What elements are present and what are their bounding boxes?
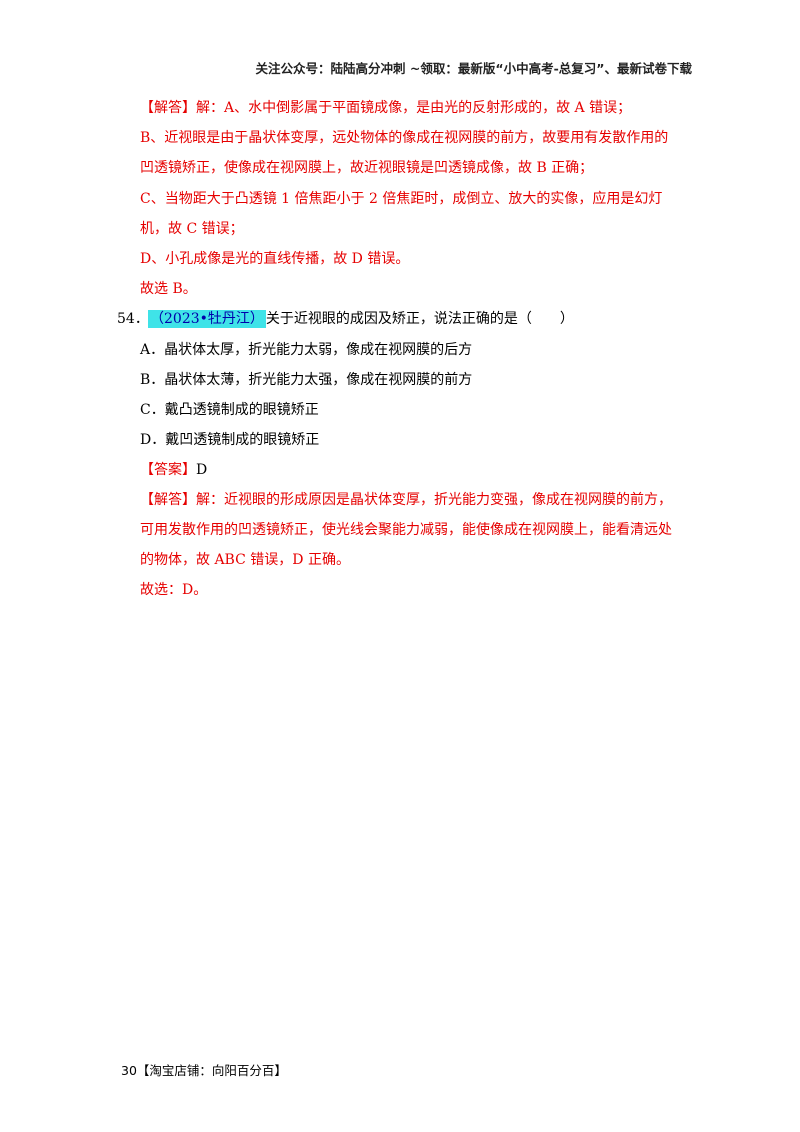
footer-shop-text: 【淘宝店铺：向阳百分百】: [136, 1063, 287, 1078]
option-b: B．晶状体太薄，折光能力太强，像成在视网膜的前方: [140, 372, 473, 388]
prev-answer-line-3: 凹透镜矫正，使像成在视网膜上，故近视眼镜是凹透镜成像，故 B 正确；: [140, 160, 594, 176]
prev-answer-line-5: 机，故 C 错误；: [140, 221, 244, 237]
prev-answer-line-6: D、小孔成像是光的直线传播，故 D 错误。: [140, 251, 410, 267]
page-number: 30: [121, 1063, 137, 1078]
question-stem: 关于近视眼的成因及矫正，说法正确的是（ ）: [265, 311, 574, 327]
explain-line-4: 故选：D。: [140, 582, 208, 598]
prev-answer-line-1: 【解答】解：A、水中倒影属于平面镜成像，是由光的反射形成的，故 A 错误；: [140, 100, 632, 116]
prev-answer-line-4: C、当物距大于凸透镜 1 倍焦距小于 2 倍焦距时，成倒立、放大的实像，应用是幻…: [140, 191, 663, 207]
question-stem-row: （2023•牡丹江）关于近视眼的成因及矫正，说法正确的是（ ）: [148, 309, 574, 329]
option-c: C．戴凸透镜制成的眼镜矫正: [140, 402, 319, 418]
source-tag: （2023•牡丹江）: [148, 310, 266, 328]
option-d: D．戴凹透镜制成的眼镜矫正: [140, 432, 320, 448]
prev-answer-line-7: 故选 B。: [140, 281, 197, 297]
page-header: 关注公众号：陆陆高分冲刺 ~领取：最新版“小中高考-总复习”、最新试卷下载: [255, 61, 692, 76]
explain-line-3: 的物体，故 ABC 错误，D 正确。: [140, 552, 350, 568]
explain-line-2: 可用发散作用的凹透镜矫正，使光线会聚能力减弱，能使像成在视网膜上，能看清远处: [140, 522, 672, 538]
answer-row: 【答案】D: [140, 460, 207, 480]
option-a: A．晶状体太厚，折光能力太弱，像成在视网膜的后方: [140, 342, 473, 358]
answer-value: D: [196, 462, 208, 478]
prev-answer-line-2: B、近视眼是由于晶状体变厚，远处物体的像成在视网膜的前方，故要用有发散作用的: [140, 130, 669, 146]
question-number: 54．: [117, 311, 149, 327]
explain-line-1: 【解答】解：近视眼的形成原因是晶状体变厚，折光能力变强，像成在视网膜的前方，: [140, 492, 672, 508]
answer-label: 【答案】: [140, 462, 196, 478]
page-footer: 30【淘宝店铺：向阳百分百】: [121, 1060, 287, 1079]
